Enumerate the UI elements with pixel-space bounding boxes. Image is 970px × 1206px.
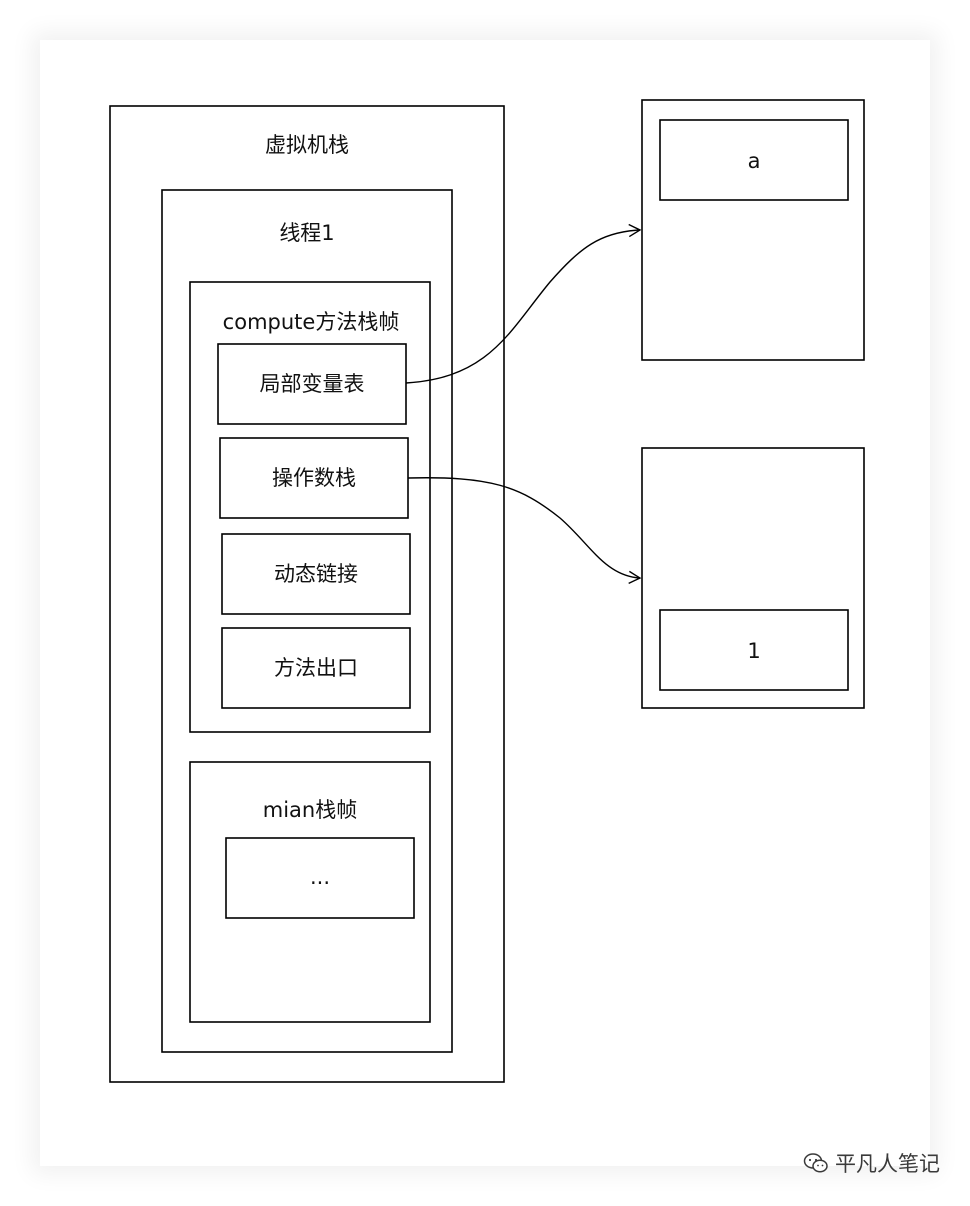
dynamic-link-box: 动态链接 [221, 533, 411, 615]
local-var-table-label: 局部变量表 [260, 372, 365, 396]
main-frame-content: ... [310, 865, 330, 889]
target-bottom-box: 1 [641, 447, 865, 709]
operand-stack-box: 操作数栈 [219, 437, 409, 519]
target-top-box: a [641, 99, 865, 361]
main-frame-label: mian栈帧 [263, 798, 357, 822]
target-top-inner-box [659, 119, 849, 201]
compute-frame-label: compute方法栈帧 [223, 310, 400, 334]
target-bottom-inner-box [659, 609, 849, 691]
method-exit-box: 方法出口 [221, 627, 411, 709]
dynamic-link-label: 动态链接 [274, 562, 358, 586]
wechat-icon [803, 1153, 828, 1173]
jvm-stack-label: 虚拟机栈 [265, 133, 349, 157]
local-var-table-box: 局部变量表 [217, 343, 407, 425]
local-var-table-arrow [405, 223, 642, 384]
operand-stack-label: 操作数栈 [272, 466, 356, 490]
main-frame-content-box: ... [225, 837, 415, 919]
operand-stack-arrow [407, 477, 642, 584]
target-bottom-value: 1 [747, 639, 760, 663]
method-exit-label: 方法出口 [274, 656, 358, 680]
thread-label: 线程1 [279, 221, 334, 245]
watermark-text: 平凡人笔记 [835, 1152, 940, 1176]
watermark: 平凡人笔记 [803, 1148, 940, 1178]
target-top-value: a [748, 149, 761, 173]
